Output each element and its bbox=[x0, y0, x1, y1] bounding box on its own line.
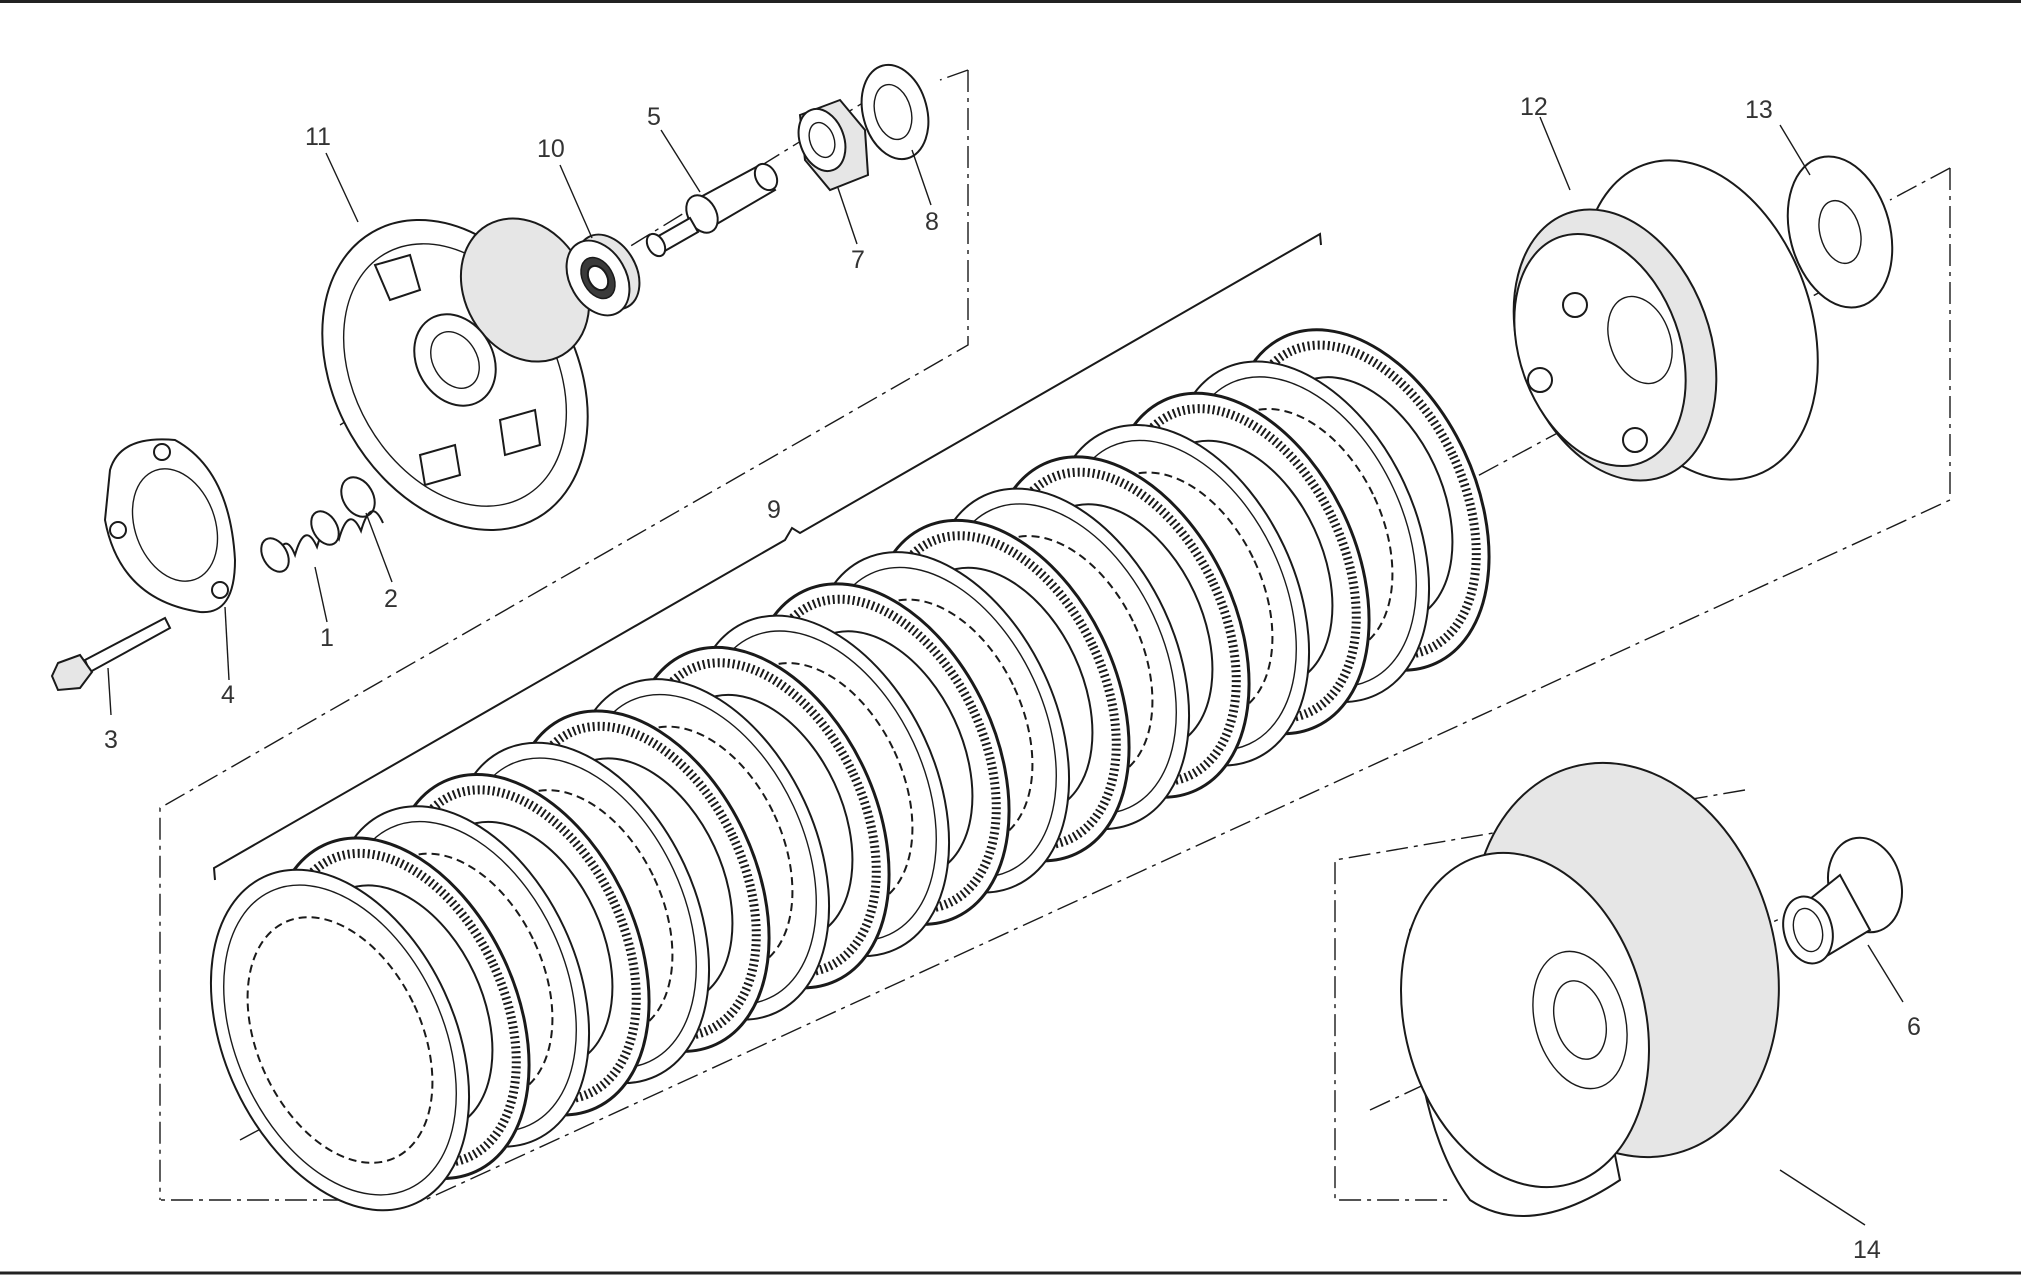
nut bbox=[797, 98, 870, 192]
callout-11: 11 bbox=[305, 123, 331, 151]
callout-1: 1 bbox=[320, 624, 334, 652]
pressure-plate bbox=[321, 217, 591, 531]
bushing bbox=[1782, 836, 1903, 965]
circlip bbox=[340, 476, 376, 518]
callout-3: 3 bbox=[104, 726, 118, 754]
clutch-plate-stack bbox=[209, 328, 1491, 1212]
callout-7: 7 bbox=[851, 246, 865, 274]
callout-12: 12 bbox=[1520, 93, 1548, 121]
assembly-outline-upper-left bbox=[159, 69, 969, 1200]
callout-8: 8 bbox=[925, 208, 939, 236]
callout-13: 13 bbox=[1745, 96, 1773, 124]
callout-4: 4 bbox=[221, 681, 235, 709]
spring bbox=[260, 510, 384, 573]
callout-5: 5 bbox=[647, 103, 661, 131]
assembly-outline-right bbox=[160, 167, 1951, 1201]
callout-6: 6 bbox=[1907, 1013, 1921, 1041]
callout-9: 9 bbox=[767, 496, 781, 524]
clutch-hub bbox=[1512, 159, 1819, 482]
spring-cap bbox=[103, 438, 237, 614]
lock-washer bbox=[860, 63, 930, 161]
leader-lines bbox=[107, 116, 1904, 1226]
bolt bbox=[50, 616, 172, 692]
callout-10: 10 bbox=[537, 135, 565, 163]
thrust-washer bbox=[1786, 155, 1894, 309]
clutch-basket bbox=[1400, 761, 1780, 1217]
pushrod bbox=[645, 162, 779, 258]
steel-plate bbox=[209, 868, 471, 1212]
callout-labels: 11 10 5 7 8 9 1 2 3 4 12 13 6 14 bbox=[104, 93, 1921, 1264]
bearing bbox=[565, 233, 641, 317]
callout-14: 14 bbox=[1853, 1236, 1881, 1264]
callout-2: 2 bbox=[384, 585, 398, 613]
plate-stack-bracket bbox=[212, 232, 1322, 881]
